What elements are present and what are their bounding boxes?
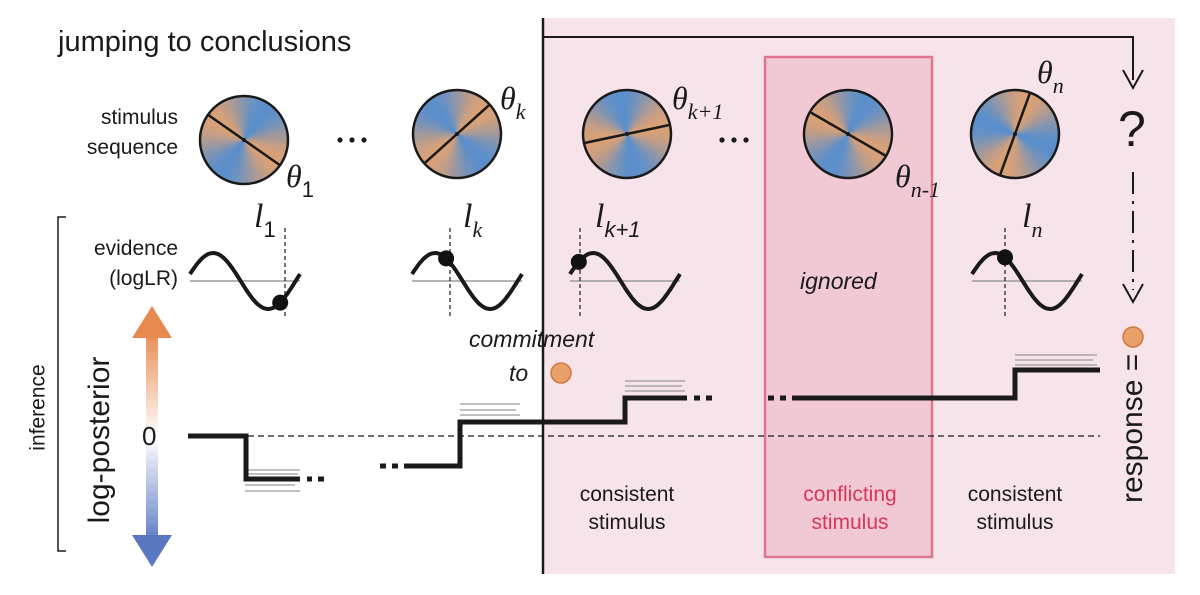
evidence-curve-k bbox=[410, 228, 524, 318]
conflicting-stimulus: conflicting stimulus bbox=[803, 483, 897, 534]
stimulus-discs bbox=[198, 88, 1061, 186]
l-1: l1 bbox=[254, 198, 276, 242]
top-arrow bbox=[543, 36, 1134, 80]
ellipsis-dots bbox=[337, 137, 749, 143]
commitment-marker bbox=[550, 362, 572, 384]
question-mark: ? bbox=[1118, 101, 1146, 157]
response-label: response = bbox=[1116, 353, 1149, 503]
evidence-label-1: evidence bbox=[93, 237, 178, 260]
theta-1: θ1 bbox=[286, 158, 314, 202]
zero-label: 0 bbox=[142, 421, 157, 451]
figure-title: jumping to conclusions bbox=[58, 26, 352, 58]
stimulus-disc-k bbox=[411, 88, 503, 180]
stimulus-label-1: stimulus bbox=[100, 106, 178, 129]
l-k-plus-1: lk+1 bbox=[595, 198, 641, 242]
l-k: lk bbox=[463, 198, 483, 242]
theta-k: θk bbox=[500, 80, 526, 124]
consistent-stimulus-1: consistent stimulus bbox=[579, 483, 675, 534]
evidence-curve-n bbox=[970, 228, 1084, 318]
commitment-to-label: to bbox=[509, 360, 529, 386]
theta-k-plus-1: θk+1 bbox=[672, 80, 724, 124]
posterior-alternatives bbox=[245, 354, 1097, 492]
inference-label: inference bbox=[26, 364, 50, 451]
stimulus-disc-k-plus-1 bbox=[581, 88, 673, 180]
posterior-trajectory bbox=[188, 367, 1100, 482]
stimulus-label-2: sequence bbox=[86, 136, 178, 159]
theta-n: θn bbox=[1037, 54, 1064, 98]
commitment-label: commitment bbox=[469, 326, 595, 352]
evidence-curves bbox=[188, 228, 1084, 318]
theta-n-minus-1: θn-1 bbox=[895, 158, 941, 202]
ignored-label: ignored bbox=[800, 268, 877, 294]
stimulus-disc-n-minus-1 bbox=[802, 88, 894, 180]
l-n: ln bbox=[1022, 198, 1043, 242]
response-marker bbox=[1122, 326, 1144, 348]
log-posterior-arrow bbox=[132, 306, 172, 567]
stimulus-disc-n bbox=[969, 88, 1061, 180]
evidence-curve-1 bbox=[188, 228, 302, 318]
consistent-stimulus-2: consistent stimulus bbox=[967, 483, 1063, 534]
evidence-label-2: (logLR) bbox=[109, 267, 178, 290]
log-posterior-label: log-posterior bbox=[83, 356, 116, 524]
evidence-curve-k-plus-1 bbox=[568, 228, 682, 318]
inference-bracket bbox=[57, 216, 66, 552]
stimulus-disc-1 bbox=[198, 94, 290, 186]
